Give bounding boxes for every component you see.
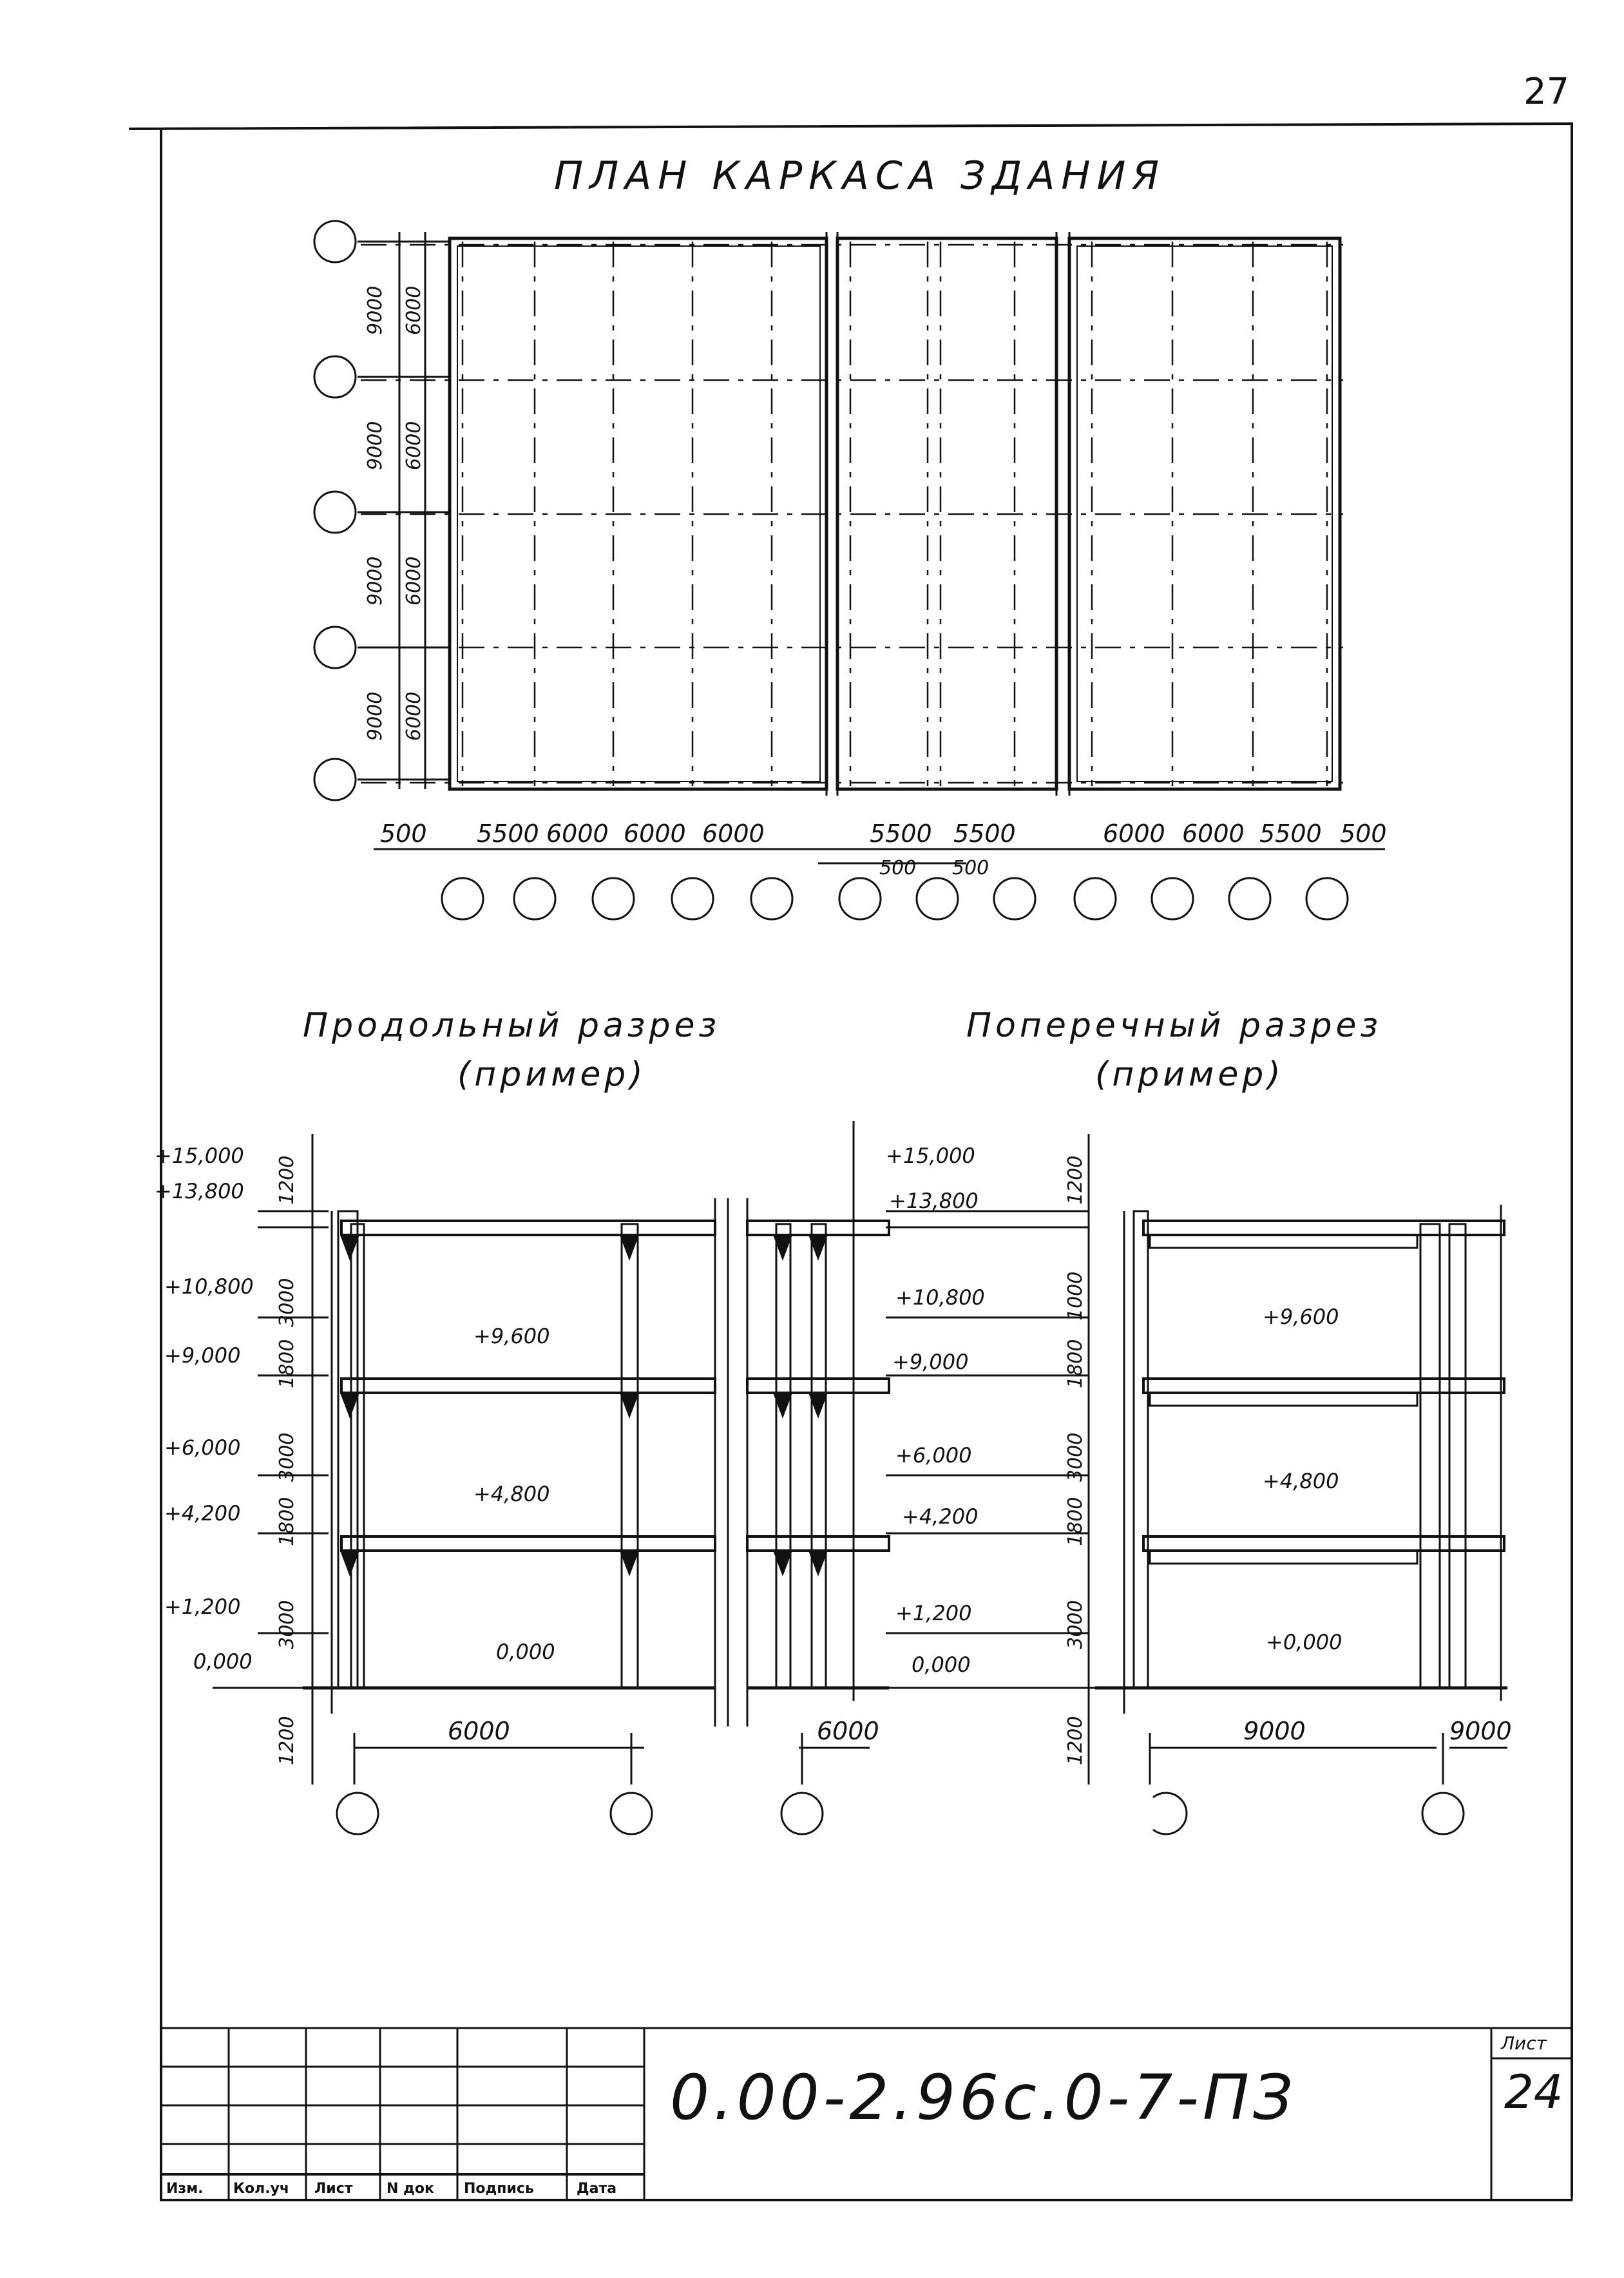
page-number: 27 xyxy=(1524,71,1570,113)
cross-section-drawing xyxy=(886,1134,1507,1835)
plan-vdim-outer-2: 9000 xyxy=(364,421,387,470)
plan-bottom-dim: 6000 xyxy=(546,819,609,848)
longitudinal-section-drawing xyxy=(213,1121,890,1835)
tb-col-koluch: Кол.уч xyxy=(233,2181,290,2197)
tb-col-izm: Изм. xyxy=(166,2181,204,2197)
plan-small-dim: 500 xyxy=(952,857,989,879)
longitudinal-black-joints xyxy=(340,1235,828,1576)
long-level: 0,000 xyxy=(193,1649,253,1674)
tb-col-podpis: Подпись xyxy=(464,2181,534,2197)
plan-bottom-dim: 500 xyxy=(1340,819,1387,848)
long-vdim: 1800 xyxy=(276,1339,298,1388)
cross-vdim: 1200 xyxy=(1064,1716,1087,1765)
cross-level: 0,000 xyxy=(912,1652,971,1677)
sheet-frame xyxy=(128,122,1573,2201)
long-floor-mark: +9,600 xyxy=(473,1324,550,1348)
cross-level: +15,000 xyxy=(886,1144,975,1168)
cross-level: +6,000 xyxy=(895,1443,972,1468)
cross-vdim: 3000 xyxy=(1064,1600,1087,1649)
longitudinal-section-title: Продольный разрез xyxy=(303,1006,721,1045)
plan-column-axis-bubbles xyxy=(374,848,1385,921)
long-span: 6000 xyxy=(817,1717,879,1745)
cross-span: 9000 xyxy=(1243,1717,1306,1745)
long-vdim: 3000 xyxy=(276,1600,298,1649)
plan-vdim-outer-4: 9000 xyxy=(364,691,387,741)
long-floor-mark: 0,000 xyxy=(496,1640,555,1664)
plan-bottom-dim: 5500 xyxy=(477,819,539,848)
long-vdim: 1200 xyxy=(276,1716,298,1765)
cross-floor-mark: +4,800 xyxy=(1263,1469,1339,1493)
plan-vdim-inner-4: 6000 xyxy=(403,691,425,741)
cross-level: +13,800 xyxy=(889,1189,979,1213)
long-floor-mark: +4,800 xyxy=(473,1482,550,1506)
long-level: +13,800 xyxy=(155,1179,244,1203)
tb-col-data: Дата xyxy=(577,2181,617,2197)
long-level: +10,800 xyxy=(164,1274,254,1299)
plan-bottom-dim: 6000 xyxy=(1103,819,1165,848)
long-level: +4,200 xyxy=(164,1501,241,1526)
plan-title: ПЛАН КАРКАСА ЗДАНИЯ xyxy=(554,153,1166,198)
plan-vdim-inner-2: 6000 xyxy=(403,421,425,470)
cross-section-title: Поперечный разрез xyxy=(966,1006,1382,1045)
plan-vdim-inner-3: 6000 xyxy=(403,556,425,606)
cross-level: +4,200 xyxy=(902,1504,979,1529)
cross-level: +9,000 xyxy=(892,1350,969,1374)
long-level: +15,000 xyxy=(155,1144,244,1168)
cross-vdim: 1200 xyxy=(1064,1155,1087,1205)
cross-vdim: 1800 xyxy=(1064,1339,1087,1388)
cross-level: +10,800 xyxy=(895,1285,985,1310)
plan-bottom-dim: 6000 xyxy=(624,819,686,848)
long-vdim: 1800 xyxy=(276,1497,298,1546)
plan-bottom-dim: 6000 xyxy=(702,819,765,848)
cross-floor-mark: +9,600 xyxy=(1263,1305,1339,1329)
plan-bottom-dim: 500 xyxy=(380,819,427,848)
plan-vdim-outer-1: 9000 xyxy=(364,285,387,335)
cross-vdim: 1800 xyxy=(1064,1497,1087,1546)
tb-col-list: Лист xyxy=(314,2181,353,2197)
long-level: +9,000 xyxy=(164,1343,241,1368)
document-code: 0.00-2.96с.0-7-ПЗ xyxy=(670,2062,1297,2134)
cross-vdim: 3000 xyxy=(1064,1432,1087,1482)
plan-bottom-dim: 6000 xyxy=(1182,819,1245,848)
sheet-label: Лист xyxy=(1501,2033,1547,2054)
plan-bottom-dim: 5500 xyxy=(1259,819,1322,848)
tb-col-ndok: N док xyxy=(387,2181,434,2197)
plan-vdim-outer-3: 9000 xyxy=(364,556,387,606)
longitudinal-section-subtitle: (пример) xyxy=(457,1055,647,1094)
plan-row-axis-bubbles xyxy=(313,220,451,801)
long-vdim: 1200 xyxy=(276,1155,298,1205)
long-level: +6,000 xyxy=(164,1435,241,1460)
plan-vdim-inner-1: 6000 xyxy=(403,285,425,335)
long-level: +1,200 xyxy=(164,1594,241,1619)
long-vdim: 3000 xyxy=(276,1432,298,1482)
cross-floor-mark: +0,000 xyxy=(1266,1630,1342,1654)
plan-bottom-dim: 5500 xyxy=(870,819,932,848)
sheet-number: 24 xyxy=(1504,2065,1563,2119)
cross-section-subtitle: (пример) xyxy=(1095,1055,1285,1094)
cross-span: 9000 xyxy=(1449,1717,1512,1745)
cross-vdim: 1000 xyxy=(1064,1271,1087,1321)
long-span: 6000 xyxy=(448,1717,510,1745)
cross-level: +1,200 xyxy=(895,1601,972,1625)
long-vdim: 3000 xyxy=(276,1278,298,1327)
plan-bottom-dim: 5500 xyxy=(953,819,1016,848)
plan-small-dim: 500 xyxy=(879,857,917,879)
plan-grid xyxy=(361,242,1343,786)
title-block-grid xyxy=(160,2027,1573,2201)
